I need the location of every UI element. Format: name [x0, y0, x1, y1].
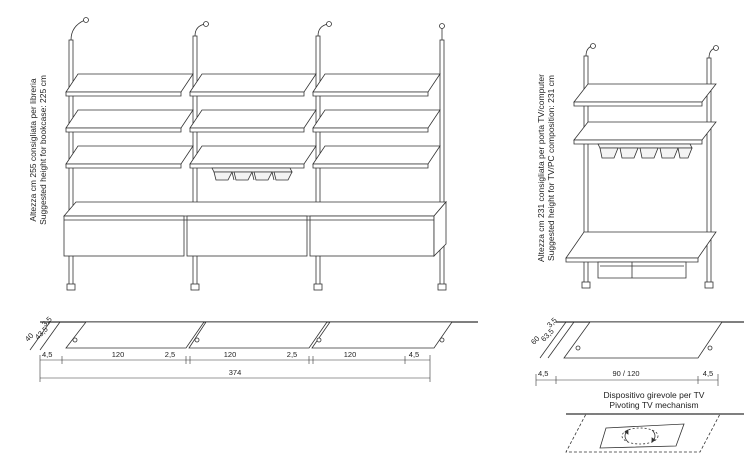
tv-width-right: 4,5 — [703, 369, 713, 378]
bookcase-elevation — [63, 17, 447, 291]
bookcase-shelves — [65, 73, 441, 169]
bookcase-drawers — [63, 200, 447, 257]
tv-width-main: 90 / 120 — [612, 369, 639, 378]
tv-depth-inner: 63,5 — [539, 327, 556, 344]
bookcase-height-line1: Altezza cm 255 consigliata per libreria — [28, 78, 38, 221]
tv-unit-plan — [535, 321, 744, 386]
tv-unit-elevation — [565, 43, 719, 289]
bookcase-width-right: 4,5 — [409, 350, 419, 359]
bookcase-width-gap1: 2,5 — [165, 350, 175, 359]
bookcase-width-total: 374 — [229, 368, 242, 377]
bookcase-height-line2: Suggested height for bookcase: 225 cm — [38, 75, 48, 225]
tv-width-left: 4,5 — [538, 369, 548, 378]
tv-unit-height-line1: Altezza cm 231 consigliata per porta TV/… — [536, 74, 546, 262]
bookcase-depth-outer: 40 — [23, 331, 35, 343]
bookcase-width-bay3: 120 — [344, 350, 357, 359]
pivot-label-line2: Pivoting TV mechanism — [609, 400, 698, 410]
bookcase-width-bay1: 120 — [112, 350, 125, 359]
bookcase-height-label: Altezza cm 255 consigliata per libreria … — [28, 75, 48, 225]
tv-back-offset: 3,5 — [545, 316, 559, 330]
bookcase-width-gap2: 2,5 — [287, 350, 297, 359]
bookcase-cd-rack — [211, 167, 293, 181]
pivot-label: Dispositivo girevole per TV Pivoting TV … — [604, 390, 705, 410]
pivot-mechanism-drawing — [565, 413, 744, 453]
bookcase-width-left: 4,5 — [42, 350, 52, 359]
bookcase-width-bay2: 120 — [224, 350, 237, 359]
tv-unit-height-label: Altezza cm 231 consigliata per porta TV/… — [536, 74, 556, 262]
pivot-label-line1: Dispositivo girevole per TV — [604, 390, 705, 400]
bookcase-plan — [29, 321, 478, 382]
tv-unit-height-line2: Suggested height for TV/PC composition: … — [546, 75, 556, 261]
